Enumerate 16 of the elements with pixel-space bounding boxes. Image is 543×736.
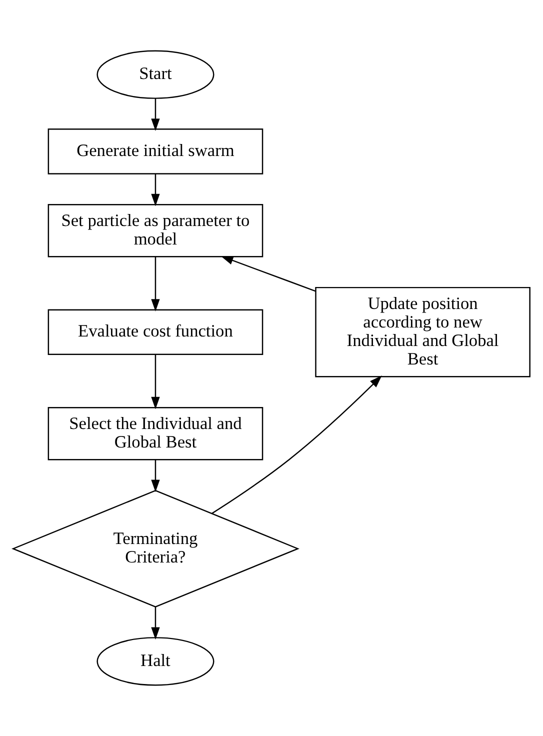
node-box: Update position according to new Individual and Global Best: [315, 286, 530, 378]
arrow: [151, 460, 160, 492]
arrow: [151, 256, 160, 312]
arrow: [151, 174, 160, 206]
arrow: [151, 607, 160, 640]
node-box: Select the Individual and Global Best: [48, 407, 264, 460]
arrow: [212, 376, 382, 514]
node-diamond: Terminating Criteria?: [12, 490, 300, 608]
arrow: [151, 354, 160, 410]
arrow: [151, 98, 160, 131]
arrow: [220, 256, 316, 292]
node-box: Evaluate cost function: [48, 309, 264, 356]
node-box: Generate initial swarm: [48, 128, 264, 174]
node-box: Set particle as parameter to model: [48, 204, 264, 258]
node-ellipse: Halt: [96, 637, 214, 686]
node-ellipse: Start: [96, 50, 214, 99]
